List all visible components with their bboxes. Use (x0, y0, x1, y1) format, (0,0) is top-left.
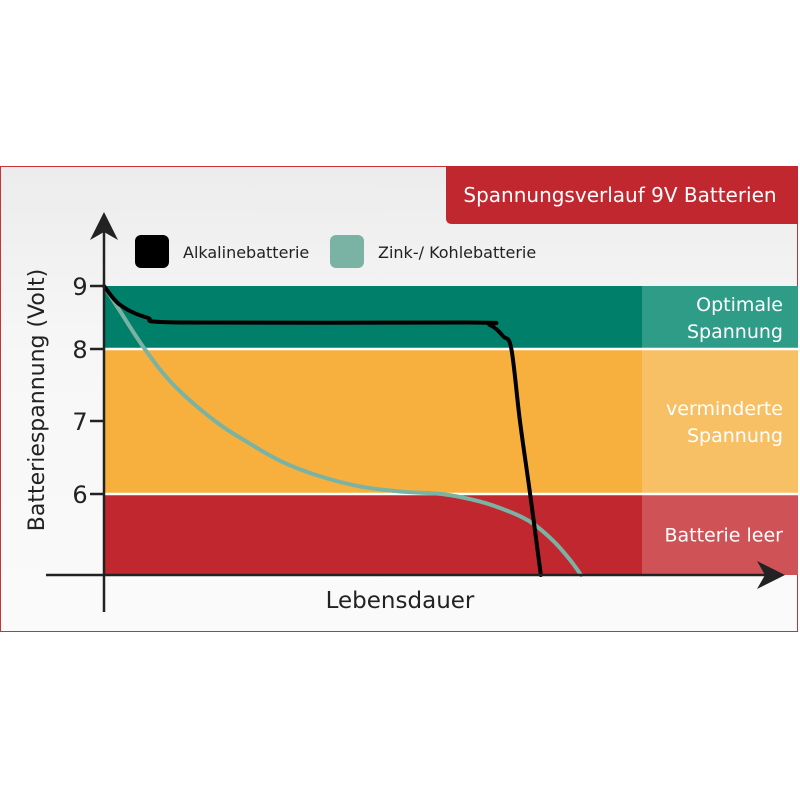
band-label: Spannung (687, 321, 783, 343)
y-axis-arrow-icon (90, 212, 118, 240)
y-tick-label: 6 (72, 481, 87, 509)
band-label: verminderte (666, 398, 783, 420)
band-label-bg-1 (642, 349, 798, 494)
chart-title: Spannungsverlauf 9V Batterien (463, 183, 776, 207)
legend-swatch-zinc (330, 235, 364, 268)
x-axis-label: Lebensdauer (326, 588, 475, 614)
band-label: Batterie leer (664, 525, 783, 547)
series-line-zinc (102, 284, 584, 577)
y-tick-label: 9 (72, 273, 87, 301)
x-axis-arrow-icon (757, 561, 785, 589)
band-1 (104, 349, 642, 494)
band-0 (104, 286, 642, 349)
band-label-bg-0 (642, 286, 798, 349)
legend-label-zinc: Zink-/ Kohlebatterie (378, 243, 536, 262)
title-box (446, 166, 798, 224)
band-label: Optimale (696, 294, 783, 316)
legend-label-alkaline: Alkalinebatterie (183, 243, 309, 262)
y-axis-label: Batteriespannung (Volt) (25, 269, 50, 531)
band-label-bg-2 (642, 494, 798, 575)
band-2 (104, 494, 642, 575)
y-tick-label: 8 (72, 336, 87, 364)
band-label: Spannung (687, 425, 783, 447)
legend-swatch-alkaline (135, 235, 169, 268)
y-tick-label: 7 (72, 408, 87, 436)
series-line-alkaline (102, 284, 543, 577)
